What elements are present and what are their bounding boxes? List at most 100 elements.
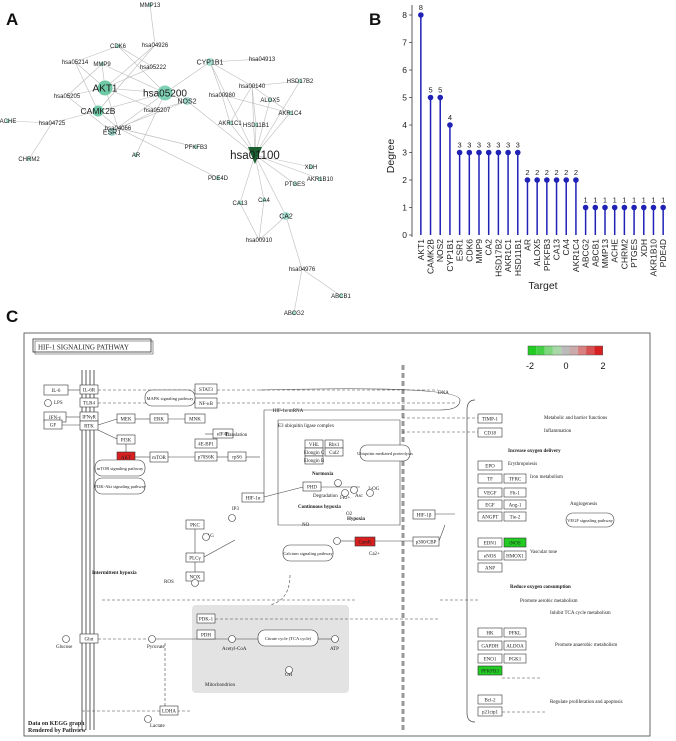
compound-node xyxy=(333,537,341,545)
annotation-angiogenesis: Angiogenesis xyxy=(570,502,597,507)
annotation-ip3: IP3 xyxy=(232,507,239,512)
gene-box-rect xyxy=(477,537,503,548)
gene-box-rect xyxy=(477,413,503,424)
network-node-ptges: PTGES xyxy=(285,181,305,188)
network-node-pfkfb3: PFKFB3 xyxy=(185,144,208,151)
lollipop-head xyxy=(514,149,521,156)
gene-box-rect xyxy=(477,665,503,676)
gene-box-elongin-b: Elongin B xyxy=(304,455,325,465)
gene-box-pfkfb3: PFKFB3 xyxy=(477,665,503,676)
gene-box-label: EPO xyxy=(485,464,495,469)
pathway-link-label: VEGF signaling pathway xyxy=(567,518,613,523)
annotation-promote-aerobic-metabolism: Promote aerobic metabolism xyxy=(520,599,578,604)
network-edge xyxy=(209,58,263,63)
gene-box-bcl-2: Bcl-2 xyxy=(477,694,503,705)
target-node-marker xyxy=(261,197,267,203)
gene-box-hif-1: HIF-1α xyxy=(241,492,265,503)
gene-box-pfkl: PFKL xyxy=(503,627,527,638)
target-node-marker xyxy=(193,144,199,150)
compound-node xyxy=(366,489,374,497)
value-label: 3 xyxy=(516,141,520,150)
gene-box-rect xyxy=(412,536,440,547)
gene-box-rect xyxy=(184,413,206,424)
gene-box-hk: HK xyxy=(477,627,503,638)
network-edge xyxy=(239,202,260,241)
gene-box-rect xyxy=(116,434,136,445)
gene-box-label: IL-6R xyxy=(83,388,96,393)
network-node-alox5: ALOX5 xyxy=(260,97,280,104)
gene-box-rect xyxy=(503,473,527,484)
compound-node xyxy=(62,635,70,643)
network-node-pde4d: PDE4D xyxy=(208,175,229,182)
gene-box-rect xyxy=(412,509,436,520)
gene-box-p300-cbp: p300/CBP xyxy=(412,536,440,547)
gene-box-rect xyxy=(477,653,503,664)
network-node-label: hsa04066 xyxy=(105,126,132,132)
network-edge xyxy=(117,100,188,129)
gene-box-label: p300/CBP xyxy=(416,540,437,545)
target-node-marker xyxy=(267,97,273,103)
compound-node xyxy=(148,635,156,643)
gene-box-rect xyxy=(477,694,503,705)
network-node-chrm2: CHRM2 xyxy=(18,156,40,163)
gene-box-4e-bp1: 4E-BP1 xyxy=(194,438,218,449)
gene-box-label: PGK1 xyxy=(509,657,522,662)
pathway-link-label: Calcium signaling pathway xyxy=(283,551,333,556)
lollipop-head xyxy=(621,204,628,211)
gene-box-label: HIF-1β xyxy=(417,513,432,518)
x-tick-label: CHRM2 xyxy=(619,239,629,269)
gene-box-label: Ang-1 xyxy=(509,503,522,508)
annotation-lps: LPS xyxy=(54,401,63,406)
legend-swatch xyxy=(536,346,545,355)
annotation-fe2: Fe2+ xyxy=(340,496,351,501)
network-node-hsa01100: hsa01100 xyxy=(230,147,280,164)
gene-box-label: ERK xyxy=(154,417,164,422)
network-edge xyxy=(258,215,287,241)
network-edge xyxy=(254,99,271,156)
network-node-label: CYP1B1 xyxy=(197,59,224,66)
network-edge xyxy=(117,45,154,68)
gene-box-label: GF xyxy=(50,423,57,428)
network-node-cyp1b1: CYP1B1 xyxy=(197,58,224,66)
gene-box-rect xyxy=(503,499,527,510)
target-node-marker xyxy=(282,212,290,220)
gene-box-egf: EGF xyxy=(477,499,503,510)
x-tick-label: HSD11B1 xyxy=(513,239,523,276)
pathway-link-label: mTOR signaling pathway xyxy=(97,466,144,471)
annotation-iron-metabolism: Iron metabolism xyxy=(530,475,563,480)
lollipop-head xyxy=(611,204,618,211)
lollipop-head xyxy=(544,177,550,183)
network-node-label: hsa05205 xyxy=(54,94,81,100)
gene-box-glut: Glut xyxy=(79,633,99,644)
target-node-marker xyxy=(308,164,314,170)
gene-box-rect xyxy=(304,455,324,465)
network-node-hsd17b2: HSD17B2 xyxy=(287,78,314,85)
legend-frame xyxy=(527,345,603,356)
gene-box-rect xyxy=(79,633,99,644)
gene-box-rect xyxy=(477,499,503,510)
annotation-oh: OH xyxy=(285,673,293,678)
kegg-title: HIF-1 SIGNALING PATHWAY xyxy=(38,344,129,352)
network-node-ar: AR xyxy=(132,152,141,159)
network-edge xyxy=(251,80,301,87)
network-node-label: AKR1B10 xyxy=(307,177,334,183)
pathway-link-vegf-signaling-pathway: VEGF signaling pathway xyxy=(565,512,615,528)
gene-box-label: NOX xyxy=(190,575,201,580)
kegg-title-box xyxy=(32,338,152,353)
gene-box-rect xyxy=(354,536,376,547)
target-node-marker xyxy=(147,2,153,8)
gene-box-cd18: CD18 xyxy=(477,427,503,438)
gene-box-label: p21cip1 xyxy=(482,710,499,715)
gene-box-rect xyxy=(194,451,218,462)
gene-box-rect xyxy=(116,413,136,424)
target-node-marker xyxy=(108,128,116,136)
target-node-marker xyxy=(227,120,233,126)
annotation-hif-1-mrna: HIF-1α mRNA xyxy=(273,409,304,414)
target-node-marker xyxy=(297,78,303,84)
network-edge xyxy=(104,87,158,111)
network-node-label: AKR1C4 xyxy=(278,111,302,117)
target-node-marker xyxy=(206,58,214,66)
gene-box-tlr4: TLR4 xyxy=(79,397,99,408)
gene-box-rect xyxy=(477,427,503,438)
